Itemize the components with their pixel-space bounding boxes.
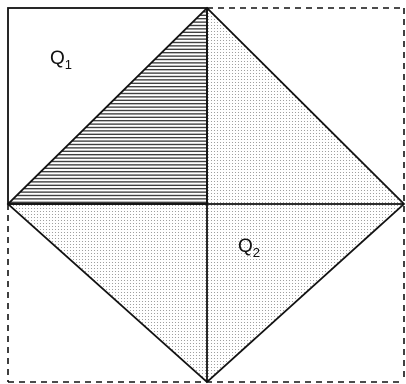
label-q2: Q2 (238, 236, 260, 260)
label-q2-main: Q (238, 236, 253, 257)
label-q1-sub: 1 (65, 57, 72, 72)
label-q1-main: Q (50, 48, 65, 69)
label-q2-sub: 2 (253, 245, 260, 260)
label-q1: Q1 (50, 48, 72, 72)
